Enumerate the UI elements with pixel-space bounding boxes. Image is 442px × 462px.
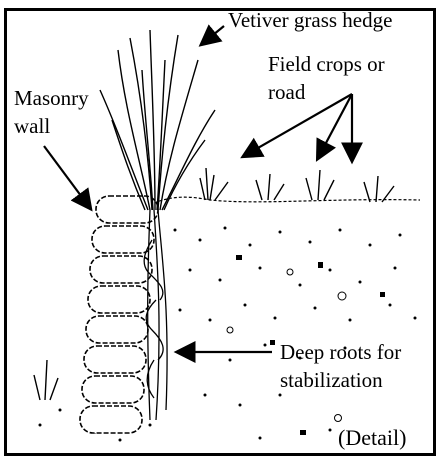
soil-surface [150,197,420,205]
masonry-label-line1: Masonry [14,86,89,110]
masonry-label-line2: wall [14,114,50,138]
arrow-vetiver [202,26,224,44]
vetiver-grass [100,30,215,210]
field-crops-label-line2: road [268,80,305,104]
field-crops-label-line1: Field crops or [268,52,385,76]
roots-label-line2: stabilization [280,368,383,392]
detail-label: (Detail) [338,426,406,450]
vetiver-label: Vetiver grass hedge [228,8,392,32]
arrow-masonry [44,146,90,208]
roots-label-line1: Deep roots for [280,340,401,364]
